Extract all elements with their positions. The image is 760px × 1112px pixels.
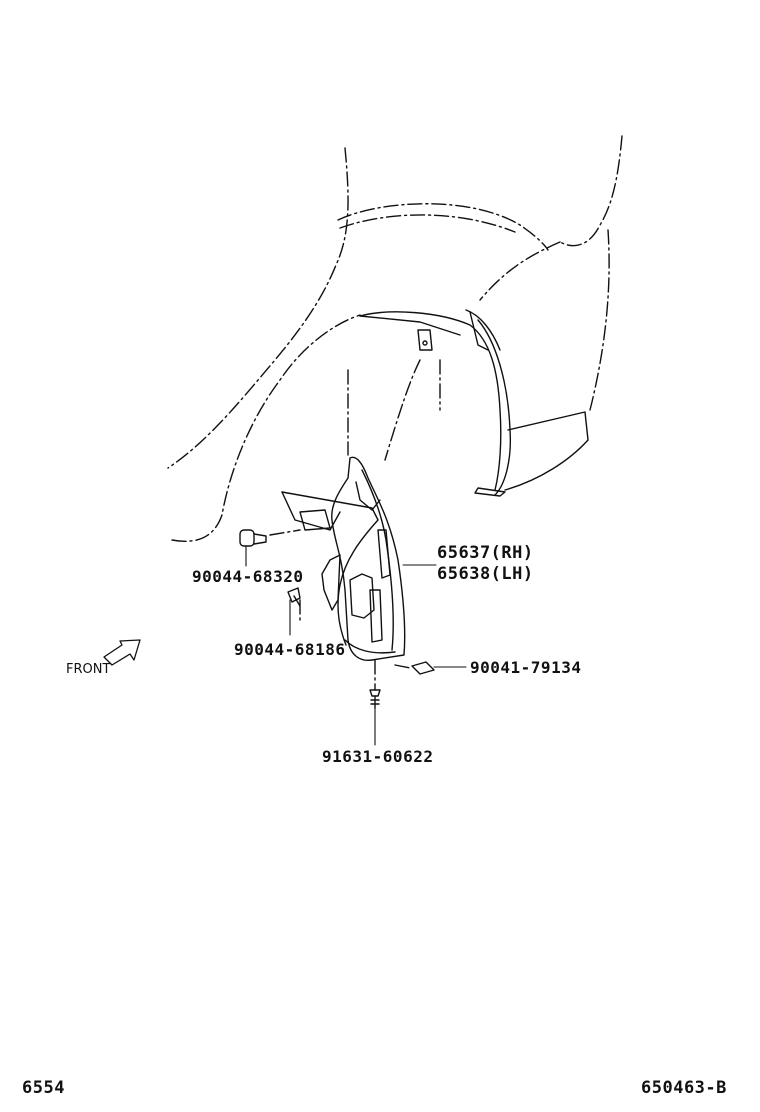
- part-label-90044-68320: 90044-68320: [192, 567, 304, 586]
- front-label: FRONT: [66, 662, 111, 677]
- fastener-90044-68320: [240, 530, 266, 546]
- footer-figure-number: 6554: [22, 1078, 65, 1098]
- fastener-91631-60622: [370, 690, 380, 708]
- leader-lines: [246, 546, 466, 745]
- part-label-90041-79134: 90041-79134: [470, 658, 582, 677]
- mudguard-part: [282, 457, 405, 660]
- fastener-90041-79134: [412, 662, 434, 674]
- part-label-65637: 65637(RH): [437, 543, 534, 563]
- wheel-arch-flange: [360, 310, 588, 496]
- vehicle-body-outline: [168, 136, 622, 690]
- footer-illustration-code: 650463-B: [641, 1078, 727, 1098]
- front-arrow-icon: [104, 640, 140, 665]
- part-label-90044-68186: 90044-68186: [234, 640, 346, 659]
- part-label-65638: 65638(LH): [437, 564, 534, 584]
- part-label-91631-60622: 91631-60622: [322, 747, 434, 766]
- fastener-90044-68186: [288, 588, 300, 606]
